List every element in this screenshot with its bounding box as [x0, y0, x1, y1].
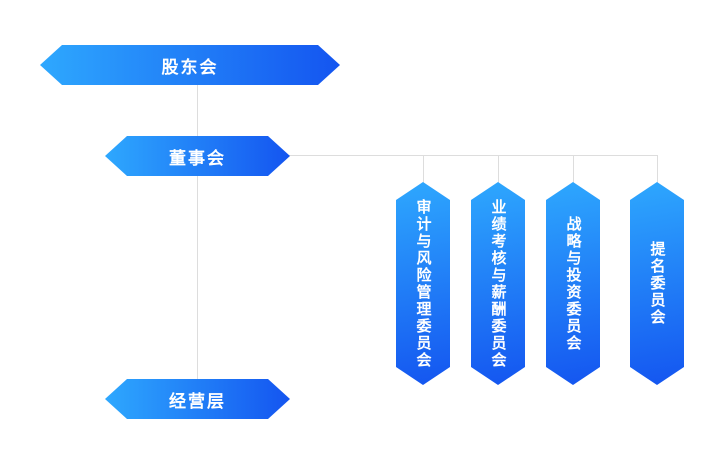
node-shareholders-label: 股东会: [161, 57, 219, 77]
connector-drop-committee-1: [423, 155, 424, 183]
node-shareholders: 股东会: [40, 45, 340, 85]
node-committee-strategy-investment-label: 战略与投资委员会: [564, 215, 582, 352]
node-committee-strategy-investment: 战略与投资委员会: [546, 182, 600, 385]
node-committee-performance-remuneration: 业绩考核与薪酬委员会: [471, 182, 525, 385]
connector-drop-committee-2: [498, 155, 499, 183]
node-committee-audit-risk: 审计与风险管理委员会: [396, 182, 450, 385]
node-management: 经营层: [105, 379, 290, 419]
node-board-label: 董事会: [169, 148, 226, 168]
node-committee-performance-remuneration-label: 业绩考核与薪酬委员会: [489, 198, 507, 369]
connector-horizontal-board: [288, 155, 657, 156]
node-board: 董事会: [105, 136, 290, 176]
connector-drop-committee-3: [573, 155, 574, 183]
connector-vertical-main: [197, 85, 198, 379]
node-committee-nomination: 提名委员会: [630, 182, 684, 385]
node-committee-audit-risk-label: 审计与风险管理委员会: [414, 198, 432, 369]
node-committee-nomination-label: 提名委员会: [648, 241, 666, 326]
connector-drop-committee-4: [657, 155, 658, 183]
node-management-label: 经营层: [169, 391, 226, 411]
